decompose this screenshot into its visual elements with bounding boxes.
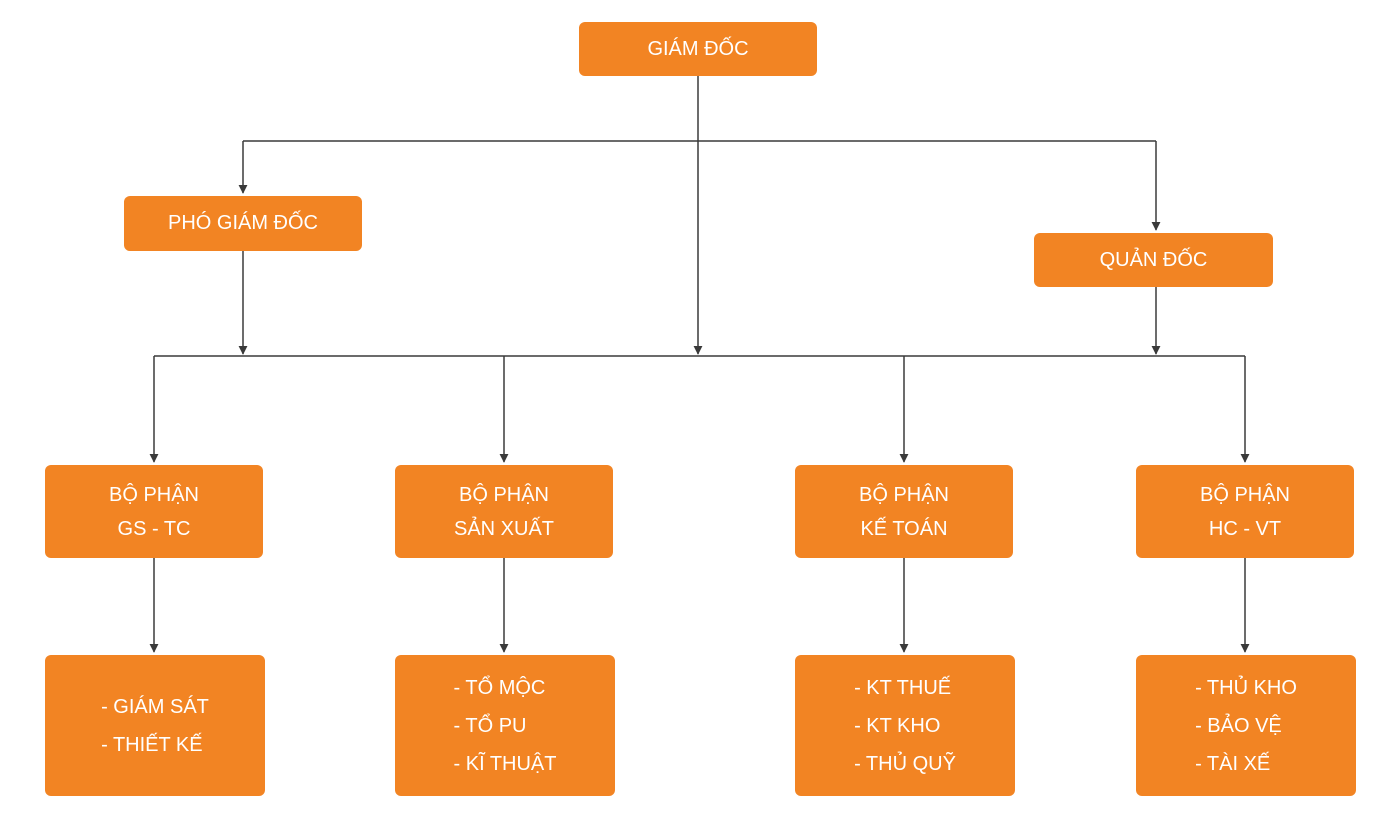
duties-accounting-box: - KT THUẾ - KT KHO - THỦ QUỸ — [795, 655, 1015, 796]
dept-hc-vt-line-2: HC - VT — [1208, 517, 1282, 540]
foreman-box: QUẢN ĐỐC — [1034, 233, 1273, 287]
duty-item: - KT KHO — [854, 714, 941, 737]
duties-hc-vt-box: - THỦ KHO - BẢO VỆ - TÀI XẾ — [1136, 655, 1356, 796]
dept-production-line-1: BỘ PHẬN — [458, 483, 550, 506]
duty-item: - KT THUẾ — [854, 676, 952, 699]
duty-item: - THỦ QUỸ — [854, 752, 956, 775]
dept-hc-vt-box: BỘ PHẬN HC - VT — [1136, 465, 1354, 558]
dept-production-line-2: SẢN XUẤT — [453, 517, 555, 540]
duties-production-box: - TỔ MỘC - TỔ PU - KĨ THUẬT — [395, 655, 615, 796]
duty-item: - GIÁM SÁT — [101, 695, 209, 718]
dept-accounting-line-1: BỘ PHẬN — [858, 483, 950, 506]
duty-item: - TỔ PU — [453, 714, 527, 737]
deputy-director-box: PHÓ GIÁM ĐỐC — [124, 196, 362, 251]
dept-hc-vt-line-1: BỘ PHẬN — [1199, 483, 1291, 506]
director-label: GIÁM ĐỐC — [647, 37, 749, 60]
duty-item: - THỦ KHO — [1195, 676, 1297, 699]
dept-accounting-box: BỘ PHẬN KẾ TOÁN — [795, 465, 1013, 558]
duty-item: - THIẾT KẾ — [101, 733, 203, 756]
duties-gs-tc-box: - GIÁM SÁT - THIẾT KẾ — [45, 655, 265, 796]
duty-item: - KĨ THUẬT — [453, 752, 557, 775]
dept-gs-tc-line-1: BỘ PHẬN — [108, 483, 200, 506]
dept-gs-tc-line-2: GS - TC — [117, 517, 191, 540]
duty-item: - TỔ MỘC — [453, 676, 546, 699]
dept-gs-tc-box: BỘ PHẬN GS - TC — [45, 465, 263, 558]
deputy-director-label: PHÓ GIÁM ĐỐC — [167, 212, 318, 234]
dept-accounting-line-2: KẾ TOÁN — [860, 517, 948, 540]
foreman-label: QUẢN ĐỐC — [1099, 248, 1208, 271]
director-box: GIÁM ĐỐC — [579, 22, 817, 76]
duty-item: - BẢO VỆ — [1195, 714, 1282, 737]
dept-production-box: BỘ PHẬN SẢN XUẤT — [395, 465, 613, 558]
duty-item: - TÀI XẾ — [1195, 752, 1271, 775]
